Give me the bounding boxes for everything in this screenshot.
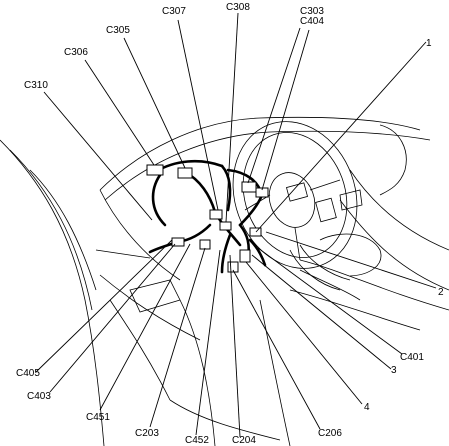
connector-c306 — [146, 164, 164, 176]
label-callout-3: 3 — [391, 365, 397, 376]
label-c206: C206 — [318, 428, 342, 439]
connector-c404 — [255, 187, 269, 198]
label-c305: C305 — [106, 25, 130, 36]
label-c203: C203 — [135, 428, 159, 439]
connector-c206 — [227, 261, 239, 273]
label-c306: C306 — [64, 47, 88, 58]
label-c452: C452 — [185, 435, 209, 446]
connectors — [146, 164, 269, 273]
connector-c303 — [241, 181, 257, 193]
label-c403: C403 — [27, 391, 51, 402]
connector-c403 — [171, 237, 185, 247]
label-c401: C401 — [400, 352, 424, 363]
label-c404: C404 — [300, 16, 324, 27]
label-c307: C307 — [162, 6, 186, 17]
connector-c305 — [177, 167, 193, 179]
label-c308: C308 — [226, 2, 250, 13]
label-c303: C303 — [300, 6, 324, 17]
label-callout-1: 1 — [426, 38, 432, 49]
callout-labels: C307 C308 C303 C404 C305 C306 C310 1 2 C… — [16, 2, 444, 446]
connector-c401 — [239, 249, 251, 263]
label-c204: C204 — [232, 435, 256, 446]
connector-c307 — [219, 221, 232, 231]
label-c310: C310 — [24, 80, 48, 91]
label-c405: C405 — [16, 368, 40, 379]
dash-switches — [286, 182, 363, 223]
connector-1 — [249, 227, 262, 237]
dashboard-outline — [0, 116, 449, 446]
label-c451: C451 — [86, 412, 110, 423]
connector-c308 — [209, 209, 223, 220]
leader-lines — [35, 12, 437, 438]
label-callout-2: 2 — [438, 287, 444, 298]
connector-c203 — [199, 239, 211, 250]
label-callout-4: 4 — [364, 402, 370, 413]
